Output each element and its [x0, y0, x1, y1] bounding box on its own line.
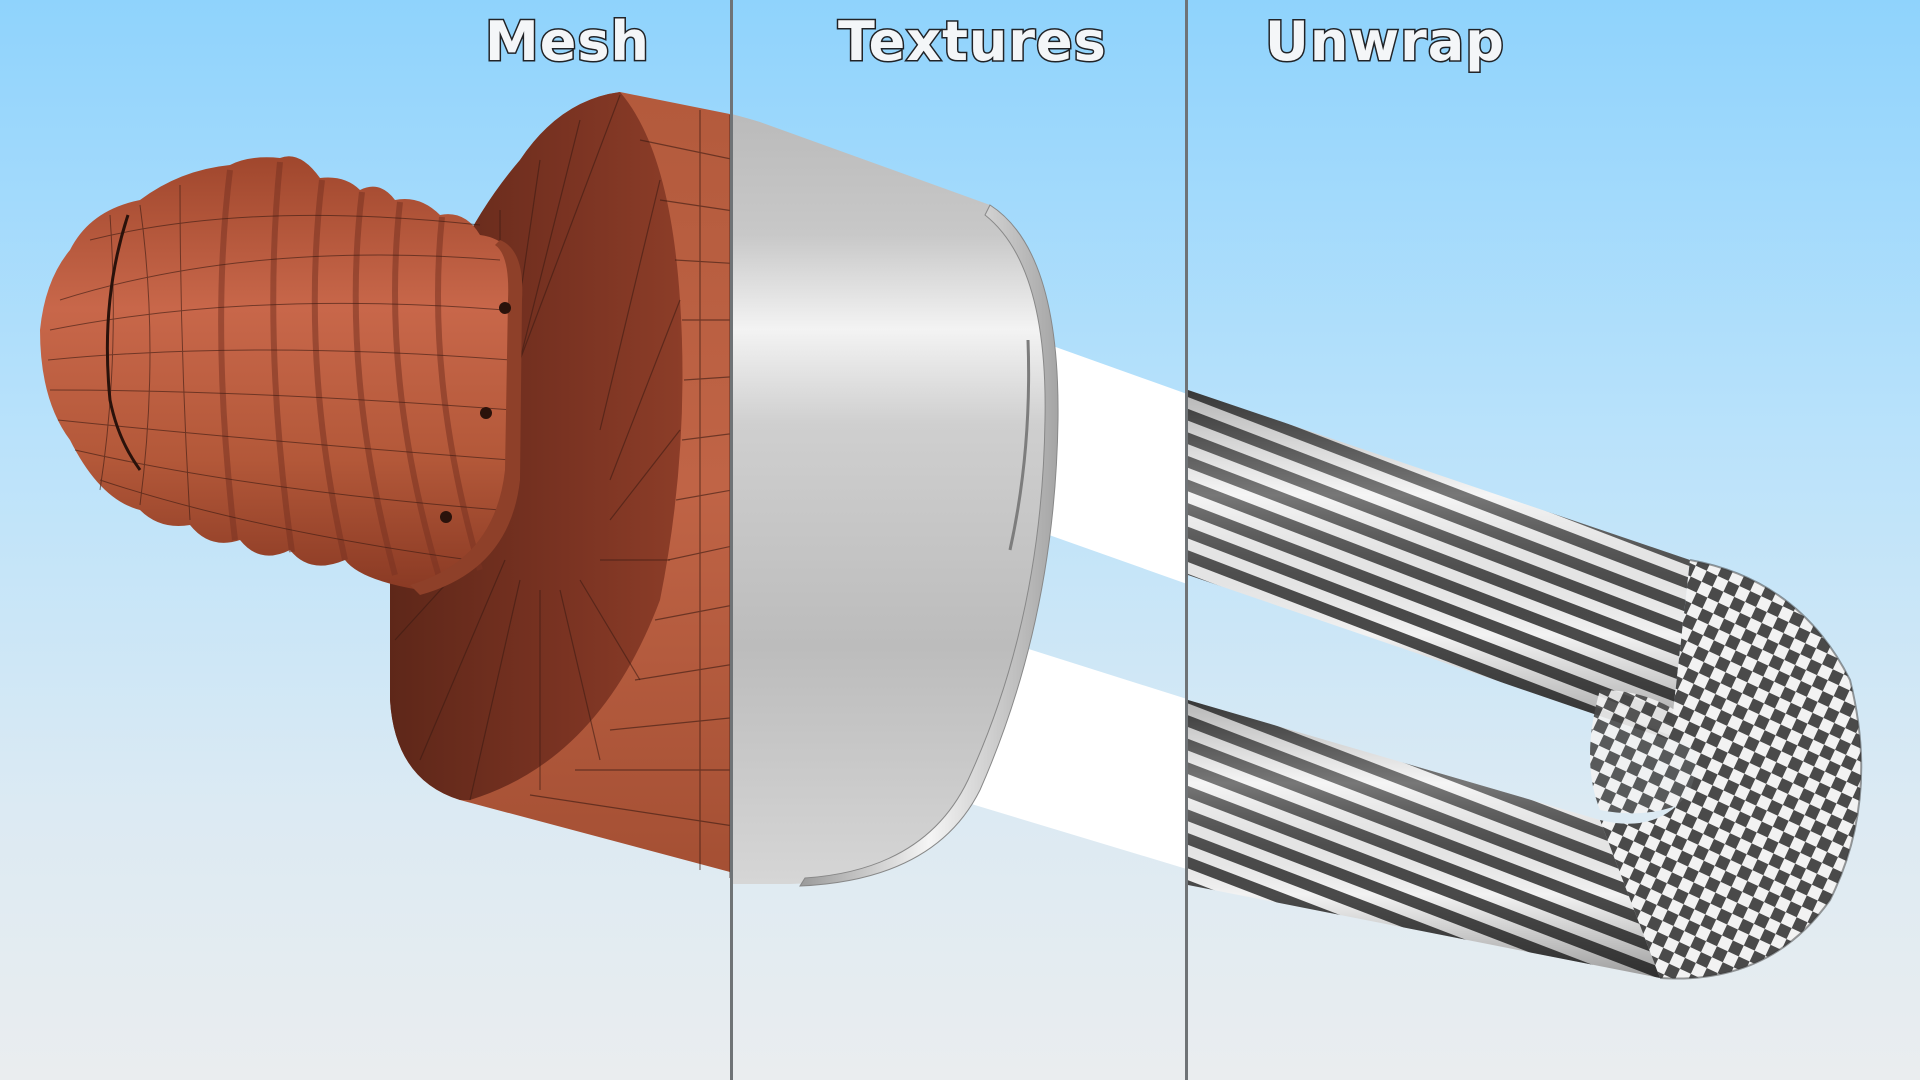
- divider-textures-unwrap: [1185, 0, 1188, 1080]
- mesh-screw-threads: [218, 161, 483, 581]
- mesh-screw-wires: [47, 184, 513, 561]
- mesh-collar: [410, 240, 523, 595]
- mesh-panel: [40, 92, 731, 878]
- unwrap-u-bend: [1600, 560, 1862, 979]
- tex-metal-rim: [799, 204, 1059, 887]
- mesh-contact-dot: [440, 511, 452, 523]
- label-unwrap: Unwrap: [1264, 9, 1506, 75]
- label-textures: Textures: [837, 9, 1108, 75]
- tex-metal-housing: [733, 114, 1050, 884]
- mesh-screw-body: [40, 156, 520, 590]
- tex-rim-groove: [1008, 339, 1031, 551]
- tex-tube-upper: [1035, 345, 1185, 584]
- unwrap-bend-inner: [1590, 690, 1708, 814]
- textures-panel: [733, 114, 1185, 887]
- label-mesh: Mesh: [484, 9, 651, 75]
- mesh-contact-dot: [499, 302, 511, 314]
- unwrap-panel: [1188, 390, 1863, 980]
- divider-mesh-textures: [730, 0, 733, 1080]
- mesh-tip-edge: [105, 214, 142, 471]
- mesh-contact-dot: [480, 407, 492, 419]
